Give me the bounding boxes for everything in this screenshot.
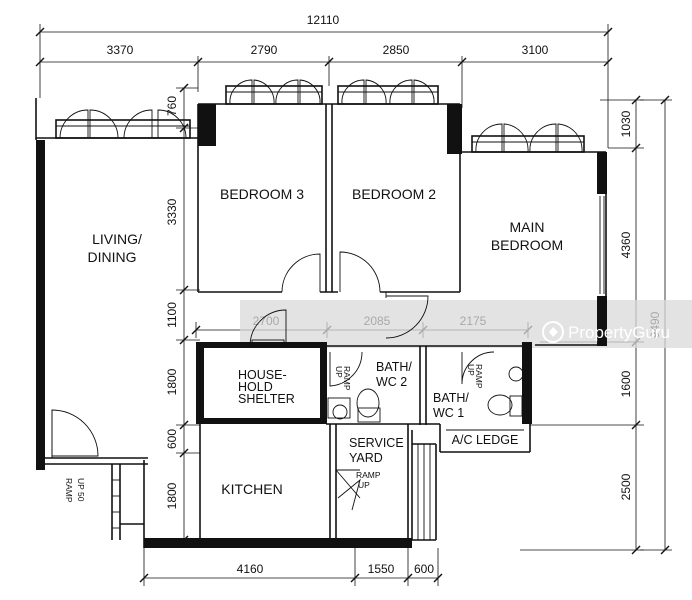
- label-shelter-1: HOUSE-: [238, 368, 287, 382]
- dim-left-6: 1800: [165, 482, 179, 509]
- dim-left-4: 1800: [165, 368, 179, 395]
- watermark-text: PropertyGuru: [568, 323, 670, 342]
- watermark: PropertyGuru: [542, 321, 670, 343]
- dim-right-4: 2500: [619, 473, 633, 500]
- dimension-labels: 12110 3370 2790 2850 3100 2700 2085 2175…: [107, 13, 662, 576]
- basin-icon: [332, 404, 348, 420]
- label-bath1-1: BATH/: [433, 391, 469, 405]
- dim-bottom-3: 600: [414, 562, 434, 576]
- label-shelter-3: SHELTER: [238, 392, 295, 406]
- dim-left-2: 3330: [165, 198, 179, 225]
- dim-left-1: 760: [165, 96, 179, 116]
- dim-left-3: 1100: [165, 302, 179, 328]
- label-bedroom-3: BEDROOM 3: [220, 186, 304, 202]
- label-service-yard-2: YARD: [349, 451, 383, 465]
- toilet-icon: [487, 394, 513, 416]
- label-ramp-bath2-1: RAMP: [342, 366, 352, 391]
- dim-right-3: 1600: [619, 370, 633, 397]
- label-shelter-2: HOLD: [238, 380, 273, 394]
- fixtures: [327, 366, 524, 423]
- label-kitchen: KITCHEN: [221, 481, 282, 497]
- dim-overall-width: 12110: [307, 13, 340, 27]
- label-bath1-2: WC 1: [433, 406, 464, 420]
- label-ramp-bath2-2: UP: [334, 366, 344, 378]
- label-ramp-entrance-1: RAMP: [64, 478, 74, 503]
- label-living-2: DINING: [88, 249, 137, 265]
- label-ramp-bath1-2: UP: [466, 364, 476, 376]
- windows: [55, 79, 605, 294]
- label-bedroom-2: BEDROOM 2: [352, 186, 436, 202]
- label-bath2-2: WC 2: [376, 375, 407, 389]
- dim-top-1: 3370: [107, 43, 134, 57]
- dim-top-3: 2850: [383, 43, 410, 57]
- dim-right-2: 4360: [619, 231, 633, 258]
- toilet-icon: [356, 388, 380, 418]
- dim-left-5: 600: [165, 429, 179, 449]
- label-living-1: LIVING/: [92, 231, 142, 247]
- label-service-yard-1: SERVICE: [349, 436, 404, 450]
- dim-bottom-1: 4160: [237, 562, 264, 576]
- label-ramp-entrance-2: UP 50: [76, 478, 86, 502]
- room-labels: LIVING/ DINING BEDROOM 3 BEDROOM 2 MAIN …: [64, 186, 563, 503]
- basin-icon: [508, 366, 524, 382]
- label-ac-ledge: A/C LEDGE: [452, 433, 519, 447]
- label-ramp-bath1-1: RAMP: [474, 364, 484, 389]
- dim-top-4: 3100: [522, 43, 549, 57]
- walls: [35, 98, 607, 548]
- watermark-band: [240, 300, 692, 348]
- dim-right-1: 1030: [619, 110, 633, 137]
- label-ramp-yard-1: RAMP: [356, 470, 381, 480]
- dim-top-2: 2790: [251, 43, 278, 57]
- dim-bottom-2: 1550: [368, 562, 395, 576]
- propertyguru-logo-icon: [542, 321, 564, 343]
- label-main-bedroom-2: BEDROOM: [491, 237, 563, 253]
- label-main-bedroom-1: MAIN: [510, 219, 545, 235]
- label-ramp-yard-2: UP: [358, 480, 370, 490]
- doors: [51, 251, 495, 511]
- label-bath2-1: BATH/: [376, 360, 412, 374]
